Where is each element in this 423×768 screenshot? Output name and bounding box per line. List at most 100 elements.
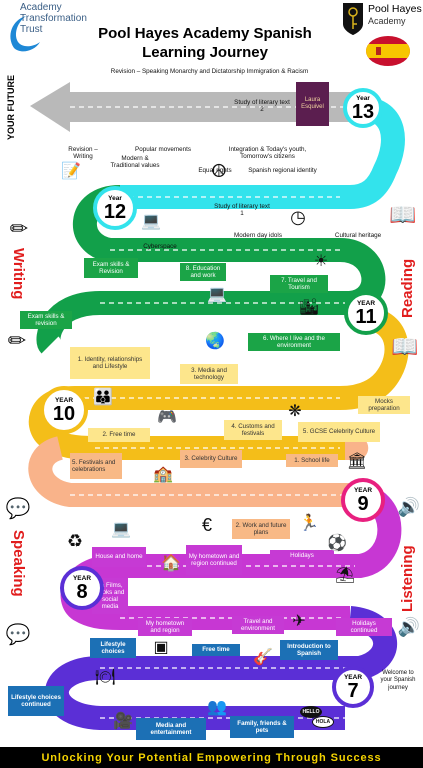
y9-work-plans: 2. Work and future plans <box>232 519 290 539</box>
y8-house: House and home <box>92 547 146 567</box>
trust-name: Academy Transformation Trust <box>20 2 87 35</box>
speech-bubble-icon: 💬 <box>5 497 31 520</box>
year8-badge: YEAR 8 <box>60 566 104 610</box>
speech-bubble-icon: 💬 <box>5 623 31 646</box>
your-future-label: YOUR FUTURE <box>6 75 16 140</box>
year9-label: YEAR <box>353 486 373 494</box>
y7-lifestyle: Lifestyle choices <box>90 638 136 658</box>
y10-free-time: 2. Free time <box>88 428 150 442</box>
year10-number: 10 <box>52 402 76 425</box>
year13-label: Year <box>356 94 370 102</box>
year9-number: 9 <box>357 492 369 515</box>
y8-travel-env: Travel and environment <box>232 616 284 634</box>
footer-banner: Unlocking Your Potential Empowering Thro… <box>0 747 423 768</box>
food-plate-icon: 🍽 <box>94 669 116 686</box>
book-icon: 📖 <box>389 202 417 227</box>
y12-revision-writing: Revision – Writing <box>68 146 98 161</box>
book-icon: 📖 <box>391 334 419 359</box>
speaker-icon: 🔊 <box>397 616 421 637</box>
y7-lifestyle-cont: Lifestyle choices continued <box>8 686 64 716</box>
clock-icon: ◷ <box>290 206 306 227</box>
school-name-line1: Pool Hayes <box>368 3 422 15</box>
house-icon: 🏠 <box>161 555 181 572</box>
notepad-icon: 📝 <box>61 163 81 180</box>
y7-media: Media and entertainment <box>136 718 206 740</box>
school-icon: 🏫 <box>153 466 173 483</box>
y9-celebrity: 3. Celebrity Culture <box>180 450 242 468</box>
y12-equal: Equal rights <box>198 167 232 174</box>
football-icon: ⚽ <box>327 535 347 552</box>
y7-free-time: Free time <box>192 644 240 656</box>
school-building-icon: 🏛 <box>346 453 368 470</box>
spain-flag-icon <box>366 36 410 66</box>
y11-exam-revision-2: Exam skills & revision <box>20 311 72 329</box>
fan-icon: ❋ <box>288 403 302 420</box>
y12-cyberspace: Cyberspace <box>143 243 177 250</box>
y12-idols: Modern day idols <box>234 232 282 239</box>
gamepad-icon: 🎮 <box>157 409 177 426</box>
hello-bubble: HELLO <box>300 706 322 718</box>
pencil-icon: ✏ <box>7 328 27 353</box>
spain-map-icon: ▣ <box>153 639 169 656</box>
y8-hometown: My hometown and region <box>138 618 192 636</box>
y10-gcse-culture: 5. GCSE Celebrity Culture <box>298 422 380 442</box>
y10-customs: 4. Customs and festivals <box>224 420 282 440</box>
y9-festivals: 5. Festivals and celebrations <box>70 453 122 479</box>
y11-education: 8. Education and work <box>180 263 226 281</box>
desk-icon: 💻 <box>111 521 131 538</box>
y11-where-live: 6. Where I live and the environment <box>248 333 340 351</box>
y8-holidays-cont: Holidays continued <box>336 618 392 636</box>
year13-topics: Revision – Speaking Monarchy and Dictato… <box>110 68 309 75</box>
year11-badge: YEAR 11 <box>344 291 388 335</box>
yellow-road <box>28 306 409 460</box>
school-name: Pool Hayes Academy <box>368 3 422 27</box>
runner-icon: 🏃 <box>299 515 319 532</box>
hands-globe-icon: 🌏 <box>205 333 225 350</box>
year11-label: YEAR <box>356 299 376 307</box>
y7-welcome: Welcome to your Spanish journey <box>380 670 416 691</box>
y7-family: Family, friends & pets <box>230 716 294 738</box>
year7-label: YEAR <box>343 673 363 681</box>
y12-regional: Spanish regional identity <box>248 167 317 174</box>
pencil-icon: ✏ <box>9 216 29 241</box>
literary-book-cover: Laura Esquivel <box>296 82 329 126</box>
year13-number: 13 <box>351 100 375 123</box>
reading-label: Reading <box>399 258 416 318</box>
y12-popular: Popular movements <box>135 146 191 153</box>
airplane-icon: ✈ <box>292 613 306 630</box>
city-icon: 🏙 <box>298 299 320 316</box>
page-title: Pool Hayes Academy Spanish Learning Jour… <box>70 24 340 62</box>
film-camera-icon: 🎥 <box>113 713 133 730</box>
year12-label: Year <box>108 194 122 202</box>
title-line-1: Pool Hayes Academy Spanish <box>98 25 312 42</box>
school-crest-icon <box>343 3 363 35</box>
orange-road <box>28 436 369 507</box>
y11-travel: 7. Travel and Tourism <box>270 275 328 293</box>
year9-badge: YEAR 9 <box>341 478 385 522</box>
year8-label: YEAR <box>72 574 92 582</box>
y12-heritage: Cultural heritage <box>334 232 382 239</box>
speaker-icon: 🔊 <box>397 496 421 517</box>
year10-label: YEAR <box>54 396 74 404</box>
computer-icon: 💻 <box>141 213 161 230</box>
school-name-line2: Academy <box>368 16 406 26</box>
year12-badge: Year 12 <box>93 186 137 230</box>
writing-label: Writing <box>10 248 27 300</box>
y7-intro: Introduction to Spanish <box>280 640 338 660</box>
euro-icon: € <box>201 514 212 535</box>
y8-hometown-cont: My hometown and region continued <box>186 545 242 575</box>
hola-bubble: HOLA <box>312 716 334 728</box>
trust-swoosh-icon <box>10 16 40 52</box>
recycle-icon: ♻ <box>66 530 84 551</box>
family-icon: 👪 <box>93 389 113 406</box>
speaking-label: Speaking <box>10 530 27 597</box>
year7-number: 7 <box>347 679 359 702</box>
y8-holidays: Holidays <box>270 550 334 562</box>
year8-number: 8 <box>76 580 88 603</box>
y9-school-life: 1. School life <box>286 454 338 467</box>
umbrella-icon: ⛱ <box>334 567 356 584</box>
guitar-icon: 🎸 <box>253 649 273 666</box>
y11-exam-revision: Exam skills & Revision <box>84 258 138 278</box>
year13-badge: Year 13 <box>343 88 383 128</box>
